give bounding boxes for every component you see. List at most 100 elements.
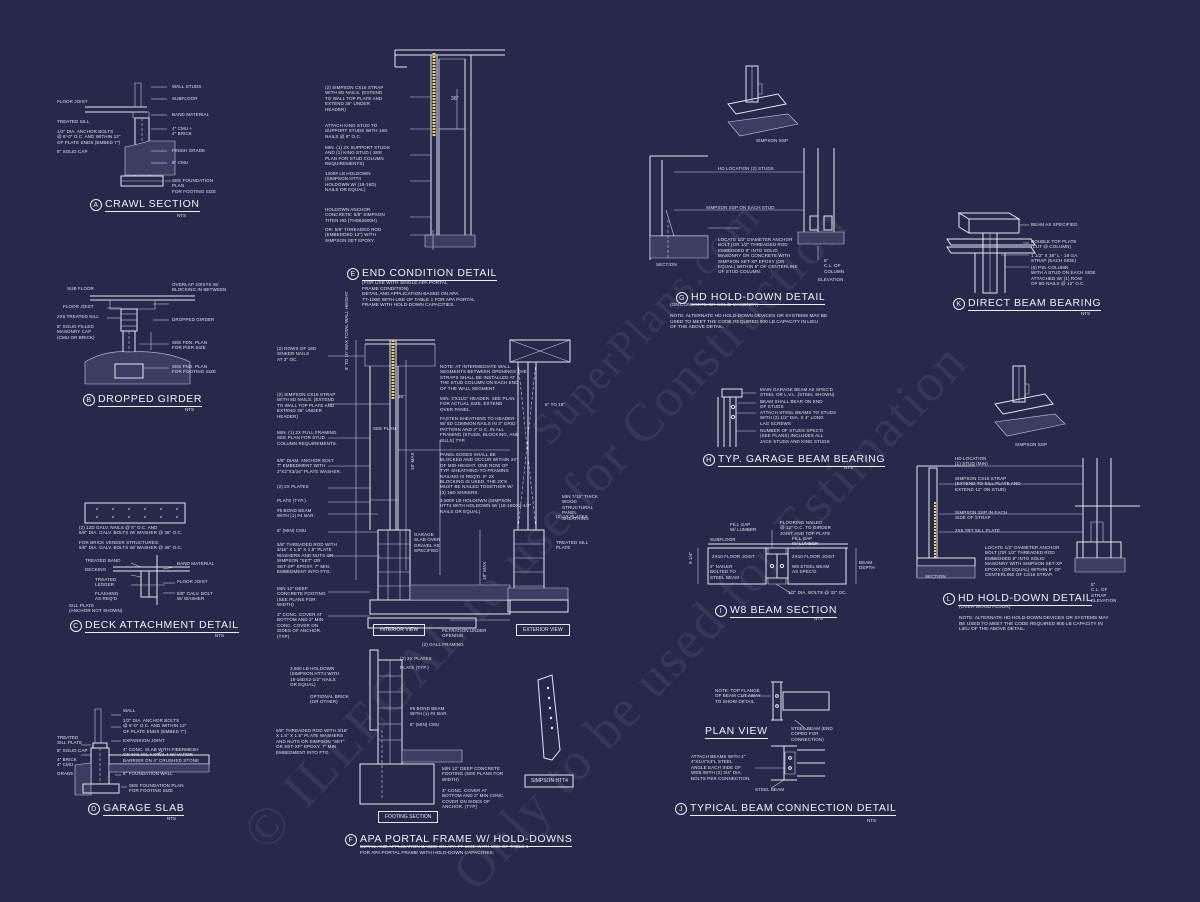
deck-label-galv-bolt: 5/8" GALV. BOLT W/ WASHER	[177, 591, 213, 602]
end-label-rod: OR: 5/8" THREADED ROD (EMBEDDED 12") WIT…	[325, 227, 382, 243]
detail-w8-beam-section: FILL GAP W/ LUMBER FLOORING NAILED @ 12"…	[688, 520, 875, 625]
plan-view-title-text: PLAN VIEW	[705, 725, 768, 739]
garage-beam-label-main: MAIN GARAGE BEAM AS SPEC'D STEEL OR L.V.…	[760, 387, 835, 398]
garage-label-foundation-wall: 8" FOUNDATION WALL	[123, 771, 173, 776]
hd-holddown-concrete-drawing	[648, 60, 878, 280]
end-condition-drawing	[325, 45, 505, 255]
direct-beam-bearing-drawing	[945, 205, 1105, 295]
portal-note-filtration: FILTRATION UNDER OPENING	[442, 628, 487, 639]
garage-beam-title-text: TYP. GARAGE BEAM BEARING	[718, 453, 886, 467]
crawl-section-title: A CRAWL SECTION	[90, 198, 200, 212]
crawl-label-wall-studs: WALL STUDS	[172, 84, 202, 89]
detail-apa-portal-frame: (2) ROWS OF 16d SINKER NAILS AT 3" OC. (…	[270, 292, 600, 860]
garage-beam-label-studs: NUMBER OF STUDS SPEC'D (SEE PLANS) INCLU…	[760, 428, 830, 444]
dropped-girder-title-text: DROPPED GIRDER	[98, 393, 203, 407]
apa-portal-title: F APA PORTAL FRAME W/ HOLD-DOWNS	[345, 833, 573, 847]
detail-hd-holddown-wood: SIMPSON SSP HD LOCATION (1) STUD (MIN) S…	[915, 362, 1140, 642]
footing-section-label: FOOTING SECTION	[378, 811, 439, 823]
footing-label-cmu: 8" (MIN) CMU	[410, 722, 440, 727]
w8-beam-nts: NTS	[814, 616, 823, 621]
w8-dim-beam-depth: BEAM DEPTH	[859, 560, 875, 571]
direct-beam-letter: K	[953, 298, 965, 310]
hd-wood-iso-label: SIMPSON SSP	[1015, 442, 1048, 447]
hd-concrete-elevation-label: ELEVATION	[818, 277, 844, 282]
hd-wood-section-label: SECTION	[925, 574, 946, 579]
detail-crawl-section: WALL STUDS SUBFLOOR BAND MATERIAL 4" CMU…	[55, 75, 225, 220]
beam-conn-label-attach: ATTACH BEAMS WITH 4" 4"x1/4"x4"L STEEL A…	[691, 754, 751, 781]
deck-label-ledger: TREATED LEDGER	[95, 577, 117, 588]
garage-label-sill: TREATED SILL PLATE	[57, 735, 83, 746]
footing-label-holdown: 3,500 LB HOLDOWN (SIMPSON HTT4 WITH 18-1…	[290, 666, 340, 688]
direct-beam-title-text: DIRECT BEAM BEARING	[968, 297, 1102, 311]
garage-label-expansion: EXPANSION JOINT	[123, 738, 165, 743]
detail-deck-attachment: (2) 12d GALV. NAILS @ 8" O.C. AND 5/8" D…	[65, 495, 239, 640]
portal-label-footing: MIN 12" DEEP CONCRETE FOOTING (SEE PLANS…	[277, 586, 326, 608]
end-condition-title: E END CONDITION DETAIL	[347, 267, 497, 281]
deck-label-flashing: FLASHING AS REQ'D	[95, 591, 119, 602]
w8-label-steel-beam: W8 STEEL BEAM AS SPEC'D	[792, 564, 830, 575]
dropped-girder-letter: B	[83, 394, 95, 406]
garage-label-cap: 8" SOLID CAP	[57, 748, 88, 753]
portal-dim-header: 6" TO 18"	[545, 402, 566, 407]
beam-connection-title-text: TYPICAL BEAM CONNECTION DETAIL	[690, 802, 897, 816]
hd-wood-label-strap-cl: 5" C.L. OF STRAP	[1091, 582, 1108, 598]
portal-note-intermediate: NOTE: AT INTERMEDIATE WALL SEGMENTS BETW…	[440, 364, 527, 391]
garage-beam-label-bear: BEAM SHALL BEAR ON END OF STUDS	[760, 399, 823, 410]
detail-garage-beam-bearing: MAIN GARAGE BEAM AS SPEC'D STEEL OR L.V.…	[700, 385, 886, 475]
crawl-label-treated-sill: TREATED SILL	[57, 119, 90, 124]
hd-wood-subtitle: (OVER WOOD FLOOR) NOTE: ALTERNATE HD HOL…	[959, 605, 1109, 633]
girder-label-floor-joist: FLOOR JOIST	[63, 304, 94, 309]
garage-beam-label-attach: ATTACH STEEL BEAMS TO STUDS WITH (2) 1/2…	[760, 410, 837, 426]
end-label-king-stud: ATTACH KING STUD TO SUPPORT STUDS WITH 1…	[325, 123, 388, 139]
footing-label-bond-beam: #5 BOND BEAM WITH (1) #4 BAR.	[410, 706, 448, 717]
crawl-section-drawing	[55, 75, 225, 195]
footing-label-threaded-rod: 5/8" THREADED ROD WITH 3/16" x 1.5" x 1.…	[276, 728, 349, 755]
end-condition-subtitle: (FOR USE WITH SINGLE APA PORTAL FRAME CO…	[362, 281, 475, 309]
portal-note-slab: GARAGE SLAB OVER GRAVEL AS SPECIFIED	[414, 532, 441, 554]
portal-label-cover: 3" CONC. COVER AT BOTTOM AND 2" MIN CONC…	[277, 612, 324, 639]
garage-beam-bearing-drawing	[700, 385, 850, 455]
girder-label-pier: SEE FDN. PLAN FOR PIER SIZE	[172, 340, 208, 351]
apa-portal-letter: F	[345, 834, 357, 846]
footing-label-cover: 3" CONC. COVER AT BOTTOM AND 2" MIN CONC…	[442, 788, 505, 810]
deck-attachment-title: C DECK ATTACHMENT DETAIL	[70, 619, 239, 633]
simpson-htt4-label: SIMPSON HTT4	[531, 778, 568, 784]
end-condition-title-text: END CONDITION DETAIL	[362, 267, 497, 281]
w8-label-bolts: 1/2" DIA. BOLTS @ 32" OC.	[788, 590, 847, 595]
hd-wood-label-strap: SIMPSON CS16 STRAP (EXTEND TO SILL PLATE…	[955, 476, 1021, 492]
dropped-girder-title: B DROPPED GIRDER	[83, 393, 203, 407]
portal-note-header: MIN. 3'x11/2" HEADER. SEE PLAN FOR ACTUA…	[440, 396, 515, 412]
portal-dim-18-max: 18" MAX	[482, 561, 487, 580]
end-label-holdown: 1200# LB HOLDOWN (SIMPSON HTT4 HOLDOWN W…	[325, 171, 377, 193]
end-label-support-studs: MIN. (1) 2X SUPPORT STUDS AND (1) KING S…	[325, 145, 390, 167]
end-condition-dim: 36"	[451, 96, 459, 102]
portal-label-anchor-bolt: 5/8" DIAM. ANCHOR BOLT 7" EMBEDMENT WITH…	[277, 458, 342, 474]
hd-wood-letter: L	[943, 593, 955, 605]
crawl-label-anchor-bolts: 1/2" DIA. ANCHOR BOLTS @ 6'-0" O.C. AND …	[57, 129, 121, 145]
crawl-section-title-text: CRAWL SECTION	[105, 198, 200, 212]
garage-label-grade: GRADE	[57, 771, 74, 776]
portal-label-rows-nails: (2) ROWS OF 16d SINKER NAILS AT 3" OC.	[277, 346, 317, 362]
beam-connection-letter: J	[675, 803, 687, 815]
dropped-girder-nts: NTS	[185, 407, 194, 412]
beam-conn-label-coped: STEEL BEAM (END COPED FOR CONNECTION)	[791, 726, 833, 742]
crawl-label-band: BAND MATERIAL	[172, 112, 210, 117]
beam-conn-label-steel-beam: STEEL BEAM	[755, 787, 785, 792]
garage-beam-title: H TYP. GARAGE BEAM BEARING	[703, 453, 886, 467]
direct-beam-title: K DIRECT BEAM BEARING	[953, 297, 1102, 311]
portal-note-fasten: FASTEN SHEATHING TO HEADER W/ 8d COMMON …	[440, 416, 520, 443]
portal-note-holdown: 3,500# LB HOLDOWN (SIMPSON HTT4 WITH HOL…	[440, 498, 532, 514]
portal-label-plates-right: (2) 2x PLATES	[556, 514, 588, 519]
hd-wood-title: L HD HOLD-DOWN DETAIL	[943, 592, 1093, 606]
crawl-label-footing: SEE FOUNDATION PLAN FOR FOOTING SIZE	[172, 178, 217, 194]
portal-interior-view-label: INTERIOR VIEW	[373, 624, 426, 636]
hd-holddown-wood-drawing	[915, 362, 1140, 602]
footing-label-brick: OPTIONAL BRICK (OR OTHER)	[310, 694, 349, 705]
detail-dropped-girder: SUB FLOOR FLOOR JOIST 2x6 TREATED SILL 8…	[55, 280, 230, 415]
direct-beam-label-column: (6) PSL COLUMN WITH A STUD ON EACH SIDE …	[1031, 265, 1096, 287]
apa-portal-title-text: APA PORTAL FRAME W/ HOLD-DOWNS	[360, 833, 573, 847]
garage-label-wall: WALL	[123, 708, 136, 713]
portal-label-threaded-rod: 5/8" THREADED ROD WITH 3/16" x 1.5" x 1.…	[277, 542, 337, 575]
hd-concrete-title-text: HD HOLD-DOWN DETAIL	[691, 291, 826, 305]
deck-attachment-letter: C	[70, 620, 82, 632]
